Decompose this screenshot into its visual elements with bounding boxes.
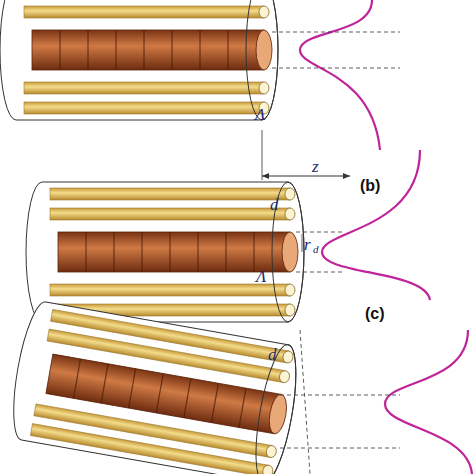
period-label: Λ [255,106,265,123]
radius-label: r [304,236,311,253]
radius-subscript: d [313,244,319,255]
axis-label: z [312,158,319,175]
diameter-label: d [270,196,279,213]
panel-label: (b) [360,178,380,194]
panel-label: (c) [365,306,385,322]
diameter-label: d [268,346,277,363]
period-label: Λ [256,268,266,285]
